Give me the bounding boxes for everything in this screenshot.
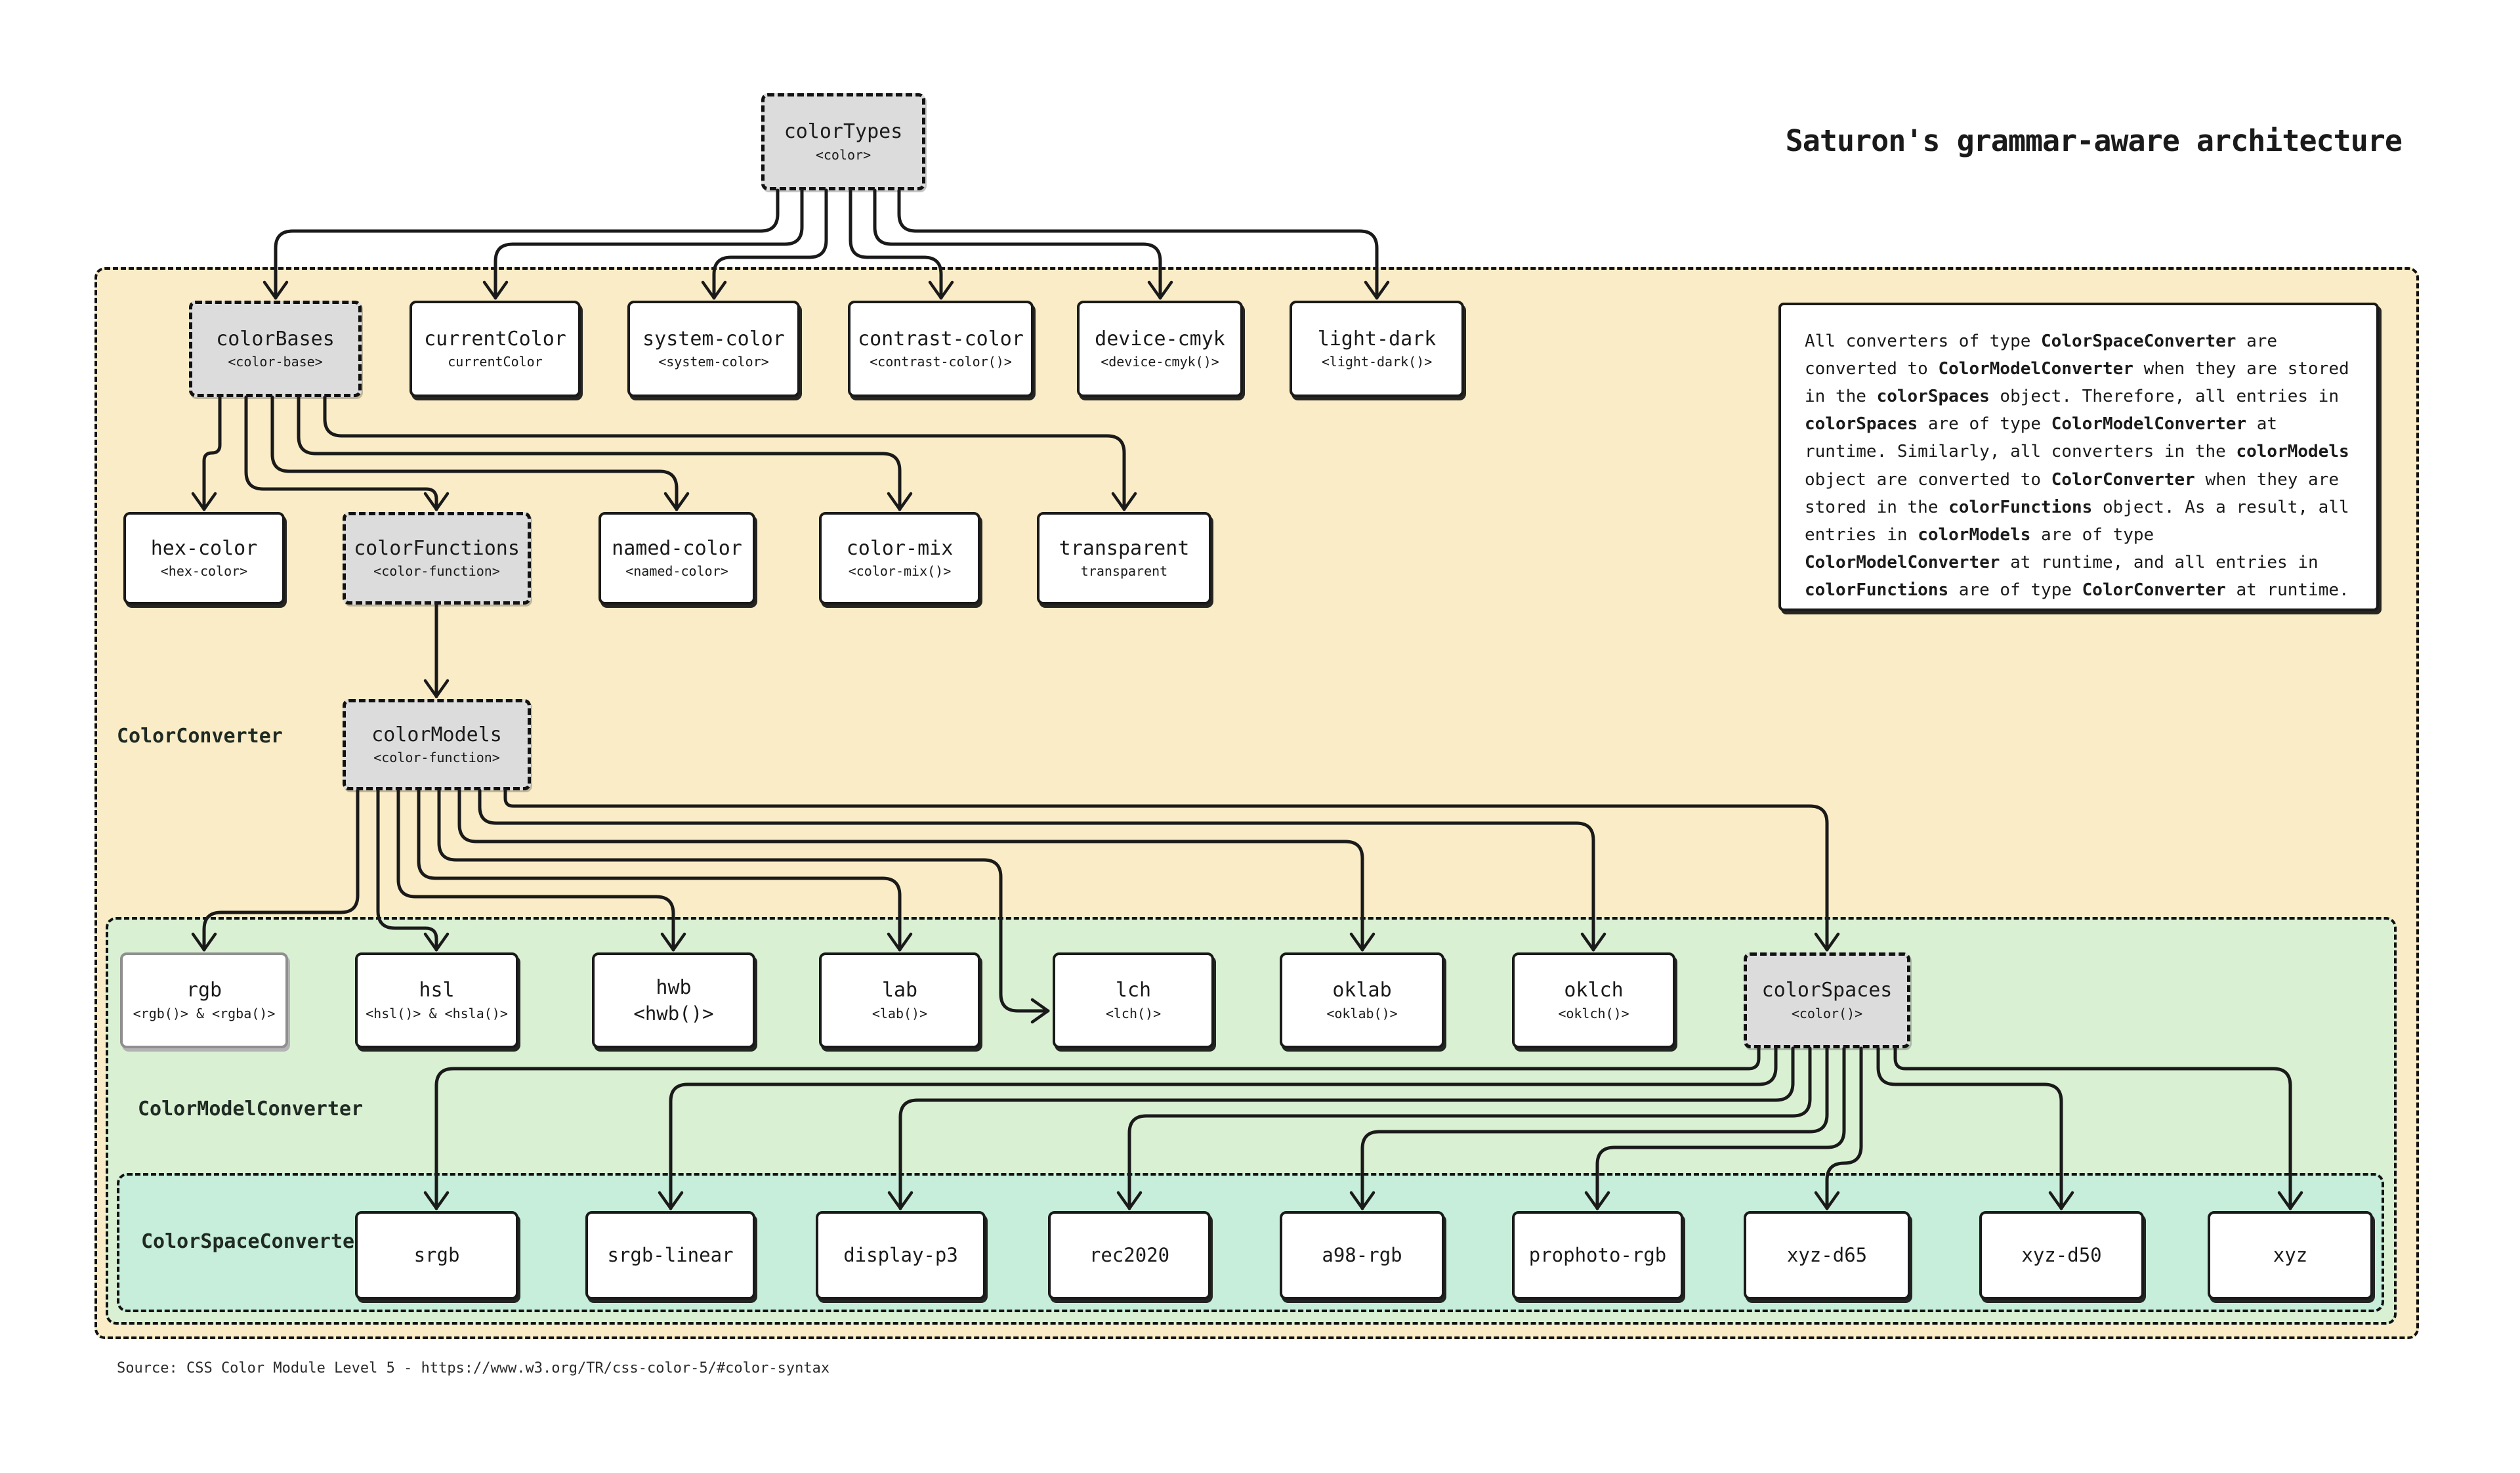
page-title: Saturon's grammar-aware architecture bbox=[1785, 123, 2403, 158]
node-oklab: oklab <oklab()> bbox=[1280, 952, 1444, 1048]
node-colorFunctions: colorFunctions <color-function> bbox=[343, 512, 531, 605]
node-device-cmyk-sublabel: <device-cmyk()> bbox=[1101, 354, 1219, 370]
node-prophoto-rgb: prophoto-rgb bbox=[1512, 1211, 1683, 1300]
node-contrast-color-label: contrast-color bbox=[858, 327, 1024, 351]
node-lch: lch <lch()> bbox=[1053, 952, 1214, 1048]
node-oklch: oklch <oklch()> bbox=[1512, 952, 1675, 1048]
node-xyz: xyz bbox=[2208, 1211, 2373, 1300]
node-rgb-label: rgb bbox=[186, 979, 222, 1002]
node-currentColor: currentColor currentColor bbox=[410, 301, 581, 397]
node-srgb-linear-label: srgb-linear bbox=[607, 1244, 734, 1267]
node-colorTypes-sublabel: <color> bbox=[815, 146, 872, 163]
node-colorFunctions-label: colorFunctions bbox=[354, 536, 520, 560]
node-colorModels-sublabel: <color-function> bbox=[373, 750, 500, 766]
node-hex-color: hex-color <hex-color> bbox=[123, 512, 285, 605]
node-display-p3-label: display-p3 bbox=[843, 1244, 958, 1267]
node-display-p3: display-p3 bbox=[816, 1211, 986, 1300]
node-xyz-d65: xyz-d65 bbox=[1744, 1211, 1910, 1300]
node-hwb-label: hwb bbox=[656, 975, 692, 999]
node-srgb: srgb bbox=[355, 1211, 518, 1300]
node-device-cmyk: device-cmyk <device-cmyk()> bbox=[1077, 301, 1243, 397]
node-hex-color-label: hex-color bbox=[150, 536, 258, 560]
color-space-converter-region-label: ColorSpaceConverter bbox=[141, 1230, 367, 1253]
node-light-dark-label: light-dark bbox=[1317, 327, 1437, 351]
node-oklab-label: oklab bbox=[1332, 979, 1392, 1002]
node-rgb-sublabel: <rgb()> & <rgba()> bbox=[133, 1005, 276, 1021]
node-xyz-d65-label: xyz-d65 bbox=[1786, 1244, 1868, 1267]
node-named-color: named-color <named-color> bbox=[598, 512, 755, 605]
node-colorModels: colorModels <color-function> bbox=[343, 699, 531, 790]
node-lch-sublabel: <lch()> bbox=[1105, 1005, 1162, 1021]
node-a98-rgb-label: a98-rgb bbox=[1322, 1244, 1402, 1267]
node-named-color-sublabel: <named-color> bbox=[625, 563, 728, 580]
node-colorBases-label: colorBases bbox=[216, 327, 335, 351]
node-rec2020: rec2020 bbox=[1048, 1211, 1211, 1300]
node-contrast-color: contrast-color <contrast-color()> bbox=[848, 301, 1034, 397]
note-panel: All converters of type ColorSpaceConvert… bbox=[1778, 303, 2379, 611]
node-colorModels-label: colorModels bbox=[371, 723, 502, 746]
node-colorBases-sublabel: <color-base> bbox=[228, 354, 323, 370]
node-light-dark: light-dark <light-dark()> bbox=[1290, 301, 1464, 397]
node-srgb-linear: srgb-linear bbox=[585, 1211, 755, 1300]
node-color-mix: color-mix <color-mix()> bbox=[819, 512, 980, 605]
node-xyz-d50-label: xyz-d50 bbox=[2021, 1244, 2102, 1267]
node-hwb: hwb <hwb()> bbox=[592, 952, 755, 1048]
node-colorFunctions-sublabel: <color-function> bbox=[373, 563, 500, 580]
node-contrast-color-sublabel: <contrast-color()> bbox=[870, 354, 1012, 370]
node-device-cmyk-label: device-cmyk bbox=[1095, 327, 1225, 351]
color-converter-region-label: ColorConverter bbox=[117, 725, 283, 748]
source-caption: Source: CSS Color Module Level 5 - https… bbox=[117, 1360, 830, 1377]
node-colorSpaces-label: colorSpaces bbox=[1761, 979, 1893, 1002]
node-colorBases: colorBases <color-base> bbox=[189, 301, 362, 397]
note-text: All converters of type ColorSpaceConvert… bbox=[1805, 331, 2349, 600]
node-colorTypes-label: colorTypes bbox=[784, 120, 903, 144]
node-lab-label: lab bbox=[881, 979, 918, 1002]
node-system-color: system-color <system-color> bbox=[627, 301, 800, 397]
node-currentColor-sublabel: currentColor bbox=[448, 354, 543, 370]
node-hsl: hsl <hsl()> & <hsla()> bbox=[355, 952, 518, 1048]
node-lab: lab <lab()> bbox=[819, 952, 980, 1048]
node-oklch-sublabel: <oklch()> bbox=[1558, 1005, 1629, 1021]
node-colorSpaces-sublabel: <color()> bbox=[1791, 1005, 1863, 1021]
node-named-color-label: named-color bbox=[612, 536, 742, 560]
node-light-dark-sublabel: <light-dark()> bbox=[1321, 354, 1433, 370]
node-colorSpaces: colorSpaces <color()> bbox=[1744, 952, 1910, 1048]
node-system-color-sublabel: <system-color> bbox=[658, 354, 769, 370]
node-color-mix-sublabel: <color-mix()> bbox=[848, 563, 952, 580]
node-lch-label: lch bbox=[1115, 979, 1152, 1002]
node-srgb-label: srgb bbox=[413, 1244, 460, 1267]
node-oklab-sublabel: <oklab()> bbox=[1326, 1005, 1398, 1021]
node-lab-sublabel: <lab()> bbox=[872, 1005, 928, 1021]
node-rgb: rgb <rgb()> & <rgba()> bbox=[120, 952, 288, 1048]
node-xyz-d50: xyz-d50 bbox=[1979, 1211, 2144, 1300]
node-xyz-label: xyz bbox=[2273, 1244, 2308, 1267]
node-transparent-label: transparent bbox=[1059, 536, 1190, 560]
node-a98-rgb: a98-rgb bbox=[1280, 1211, 1444, 1300]
node-system-color-label: system-color bbox=[642, 327, 785, 351]
node-prophoto-rgb-label: prophoto-rgb bbox=[1528, 1244, 1667, 1267]
node-hwb-sublabel: <hwb()> bbox=[633, 1002, 714, 1025]
node-hex-color-sublabel: <hex-color> bbox=[160, 563, 248, 580]
node-transparent-sublabel: transparent bbox=[1080, 563, 1168, 580]
node-transparent: transparent transparent bbox=[1037, 512, 1211, 605]
color-model-converter-region-label: ColorModelConverter bbox=[138, 1098, 364, 1121]
node-currentColor-label: currentColor bbox=[424, 327, 566, 351]
node-hsl-sublabel: <hsl()> & <hsla()> bbox=[366, 1005, 508, 1021]
node-rec2020-label: rec2020 bbox=[1089, 1244, 1170, 1267]
node-oklch-label: oklch bbox=[1564, 979, 1624, 1002]
node-hsl-label: hsl bbox=[419, 979, 455, 1002]
node-color-mix-label: color-mix bbox=[846, 536, 954, 560]
node-colorTypes: colorTypes <color> bbox=[761, 93, 925, 190]
